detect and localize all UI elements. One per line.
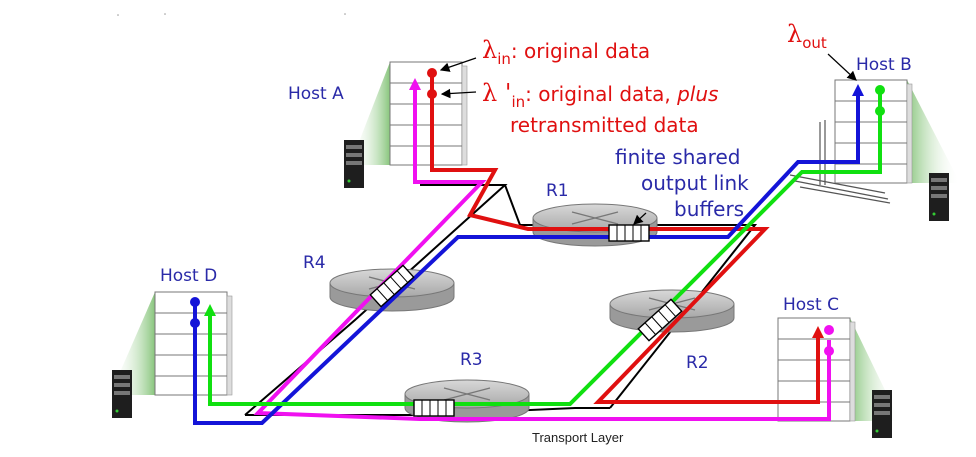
arrow-head-host-c-red	[812, 326, 824, 338]
lambda-in-text: : original data	[510, 39, 651, 63]
dot-host-b-1	[875, 85, 885, 95]
host-d-server-icon	[112, 370, 132, 418]
callout-arrow-lambda-out	[827, 53, 857, 81]
host-b-label: Host B	[856, 55, 912, 75]
router-r4-label: R4	[303, 253, 326, 273]
host-d	[110, 291, 233, 418]
host-c-server-icon	[872, 390, 892, 438]
lambda-out-sub: out	[802, 34, 827, 52]
host-a-shade	[350, 62, 390, 165]
lambda-in-prime-sub: in	[511, 93, 526, 111]
buffer-note-line3: buffers	[674, 197, 745, 221]
dot-host-b-2	[875, 106, 885, 116]
host-d-label: Host D	[160, 266, 218, 286]
dot-host-d-1	[190, 297, 200, 307]
buffer-r2	[637, 298, 683, 342]
flow-magenta	[253, 82, 831, 421]
footer-transport-layer: Transport Layer	[532, 430, 624, 445]
lambda-in-prime-text: : original data,	[525, 82, 678, 106]
lambda-in-prime-line2: retransmitted data	[510, 113, 699, 137]
host-b-shade	[907, 80, 960, 183]
dot-host-a-1	[427, 68, 437, 78]
flow-green	[208, 92, 882, 406]
dot-host-d-2	[190, 318, 200, 328]
dot-host-c-2	[824, 346, 834, 356]
router-r2-label: R2	[686, 353, 709, 373]
buffer-note-line2: output link	[641, 171, 749, 195]
host-b-ghost	[789, 120, 891, 204]
arrow-head-host-b-blue	[852, 84, 864, 96]
router-r1-label: R1	[546, 181, 569, 201]
arrow-head-host-d-green	[204, 304, 216, 316]
lambda-in-sub: in	[497, 50, 511, 68]
callout-arrow-lambda-in-prime	[440, 88, 477, 99]
specks	[117, 13, 346, 16]
lambda-in-prime-symbol: λ '	[482, 79, 512, 107]
host-a-label: Host A	[288, 84, 344, 104]
buffer-r3	[413, 399, 455, 417]
host-a-server-icon	[344, 140, 364, 188]
flow-blue	[193, 92, 860, 425]
callout-arrow-buffer	[633, 212, 647, 225]
host-d-shade	[110, 292, 155, 395]
host-a	[344, 61, 468, 188]
dot-host-c-1	[824, 325, 834, 335]
host-c-label: Host C	[783, 295, 839, 315]
flow-red	[430, 75, 820, 404]
host-b-server-icon	[929, 173, 949, 221]
lambda-in-label: λin: original data	[482, 36, 650, 68]
router-r3-label: R3	[460, 350, 483, 370]
buffer-r1	[608, 224, 650, 242]
arrow-head-host-a-magenta	[409, 78, 421, 90]
buffer-note-line1: finite shared	[615, 145, 741, 169]
lambda-in-prime-label: λ 'in: original data, plus	[482, 79, 718, 111]
callout-arrow-lambda-in	[439, 57, 477, 72]
buffer-r4	[369, 264, 415, 308]
lambda-out-label: λout	[787, 20, 827, 52]
lambda-in-prime-emph: plus	[677, 82, 719, 106]
host-b	[789, 79, 960, 221]
lambda-out-symbol: λ	[787, 20, 803, 48]
dot-host-a-2	[427, 89, 437, 99]
lambda-in-symbol: λ	[482, 36, 498, 64]
